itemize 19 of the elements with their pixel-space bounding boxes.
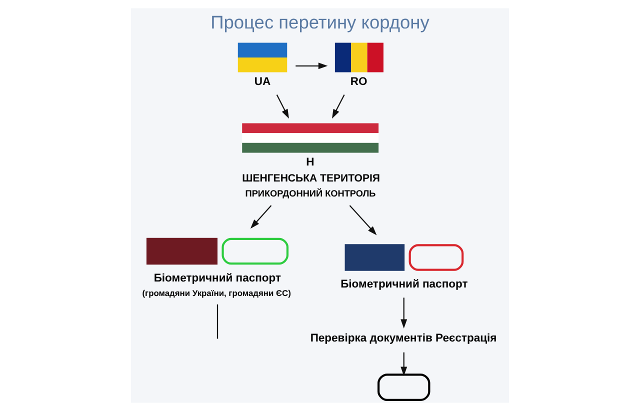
diagram-title: Процес перетину кордону [210,11,430,32]
node-label: Біометричний паспорт [154,272,282,284]
node-label: (громадяни України, громадяни ЄС) [142,288,291,298]
node-label: H [306,156,314,168]
arrow [276,94,289,119]
node-label: UA [254,76,271,88]
arrow [296,62,328,70]
arrow [250,205,272,229]
arrow [349,205,377,236]
node-label: RO [350,76,368,88]
node-box [378,374,430,401]
arrow [332,94,345,119]
node-text: Перевірка документів Реєстрація [310,332,497,344]
node-label: ШЕНГЕНСЬКА ТЕРИТОРІЯ [242,172,380,185]
node-label: Біометричний паспорт [340,278,468,291]
arrow [400,352,408,376]
connector [216,304,218,339]
arrow [400,298,408,329]
node-label: ПРИКОРДОННИЙ КОНТРОЛЬ [245,188,376,199]
